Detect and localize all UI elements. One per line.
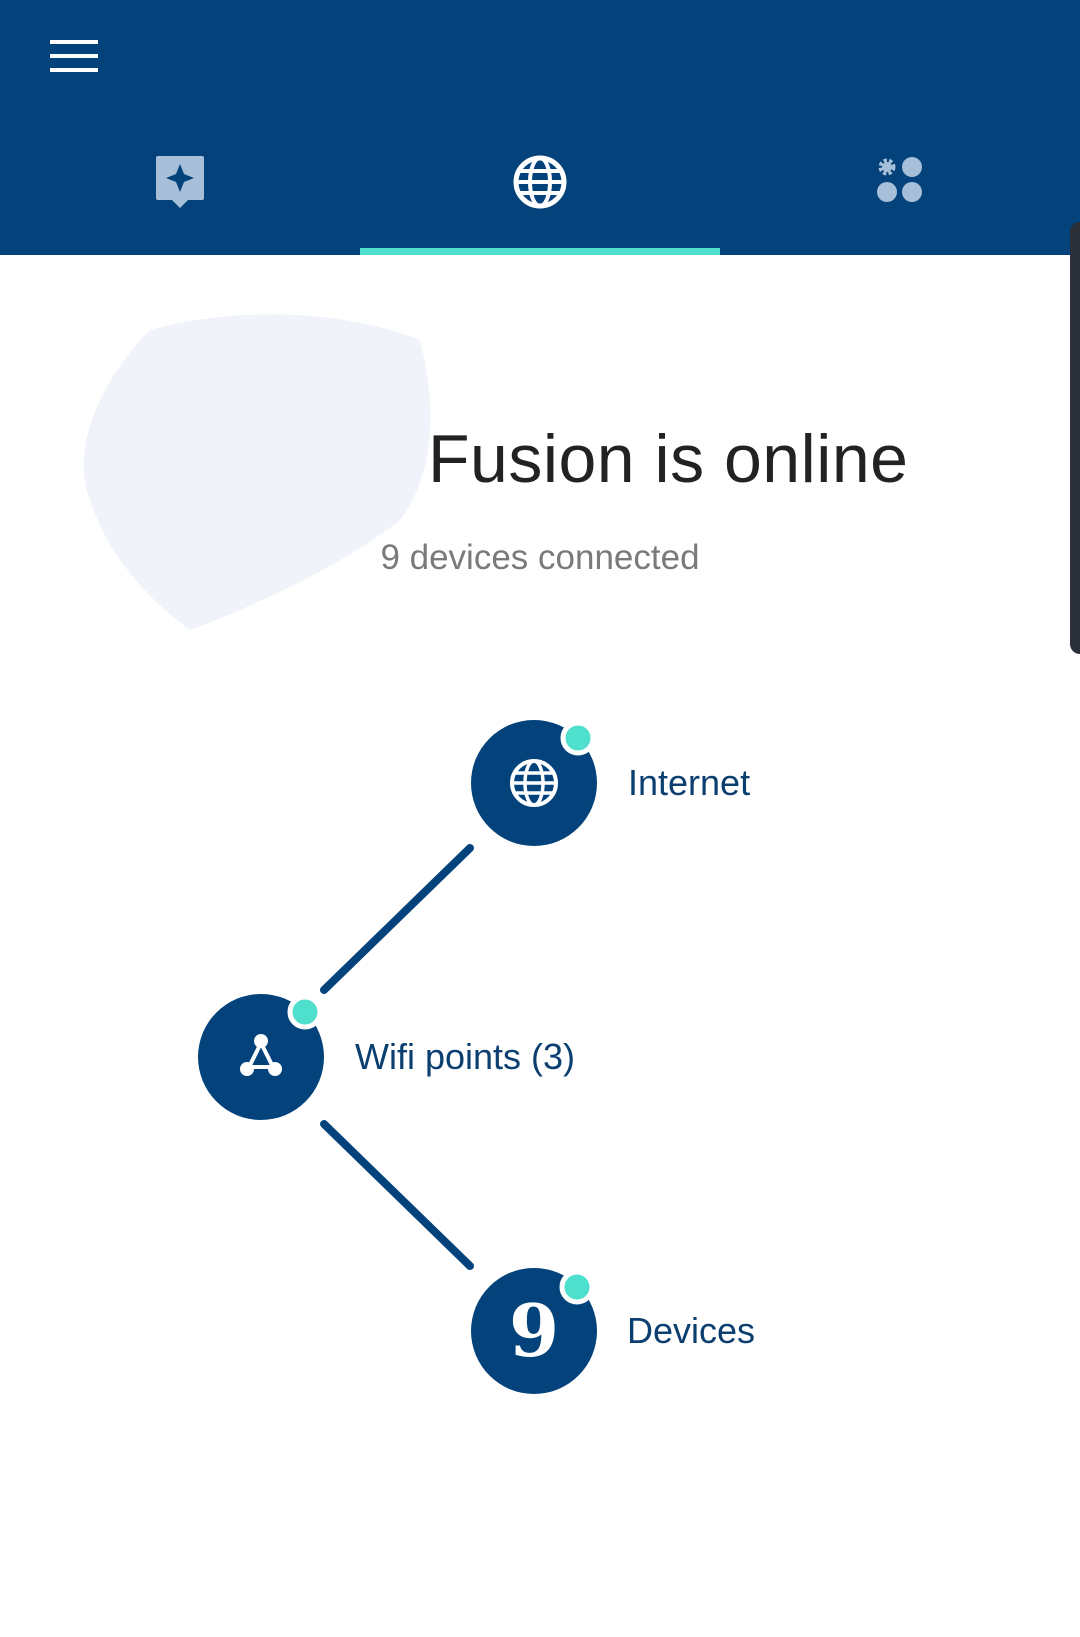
wifi-points-node-button[interactable]	[198, 994, 324, 1120]
tab-insights[interactable]	[0, 130, 360, 255]
hamburger-menu-icon	[50, 40, 98, 72]
menu-button[interactable]	[40, 30, 106, 82]
devices-online-dot	[559, 1269, 595, 1305]
wifi-devices-link	[320, 1120, 474, 1270]
wifi-online-dot	[287, 994, 323, 1030]
tab-network[interactable]	[360, 130, 720, 255]
devices-connected-subtitle: 9 devices connected	[380, 538, 700, 577]
wifi-points-label[interactable]: Wifi points (3)	[355, 1036, 576, 1077]
globe-icon	[513, 155, 567, 209]
internet-node	[471, 720, 597, 846]
devices-node-button[interactable]	[471, 1268, 597, 1394]
internet-node-button[interactable]	[471, 720, 597, 846]
top-app-bar	[0, 0, 1080, 255]
sparkle-tag-icon	[156, 156, 204, 208]
selected-tab-indicator	[360, 248, 720, 255]
tab-settings[interactable]	[720, 130, 1080, 255]
internet-online-dot	[560, 720, 596, 756]
internet-label[interactable]: Internet	[628, 762, 751, 803]
settings-apps-icon	[877, 157, 922, 202]
devices-node	[471, 1268, 597, 1394]
edge-panel-handle[interactable]	[1070, 222, 1080, 654]
internet-wifi-link	[320, 844, 474, 994]
devices-label[interactable]: Devices	[627, 1310, 756, 1351]
devices-count-badge: 9	[508, 1288, 560, 1373]
wifi-points-node	[198, 994, 324, 1120]
redaction-smudge	[83, 314, 431, 630]
network-status-title: Fusion is online	[428, 421, 909, 497]
